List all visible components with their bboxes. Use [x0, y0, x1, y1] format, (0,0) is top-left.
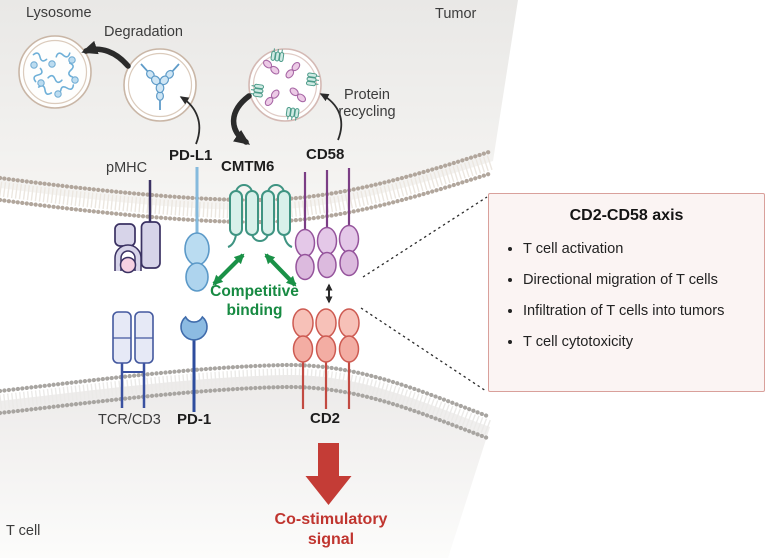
t-cell-body [0, 374, 490, 558]
pdl1-protein [184, 167, 210, 292]
cd2-label: CD2 [310, 410, 341, 427]
callout-dotted-lines [360, 196, 488, 392]
tcr-cd3-label: TCR/CD3 [98, 412, 161, 428]
t-cell-label: T cell [6, 523, 41, 539]
cmtm6-protein [227, 184, 293, 248]
pmhc-label: pMHC [106, 160, 148, 176]
costimulatory-signal-arrow [305, 443, 352, 505]
competitive-binding-arrows [212, 253, 297, 287]
lysosome-label: Lysosome [26, 5, 92, 21]
list-item: T cell activation [523, 240, 754, 259]
tcr-cd3-protein [112, 311, 154, 408]
pd1-label: PD-1 [177, 411, 212, 428]
pmhc-protein [114, 180, 161, 274]
cd58-to-recycling-arrow [319, 93, 343, 141]
pdl1-label: PD-L1 [169, 147, 213, 164]
trafficking-arrows [81, 40, 343, 145]
degradation-label: Degradation [104, 24, 183, 40]
list-item: T cell cytotoxicity [523, 333, 754, 352]
competitive-binding-label: Competitive binding [210, 283, 299, 319]
tumor-label: Tumor [435, 6, 477, 22]
info-box-list: T cell activation Directional migration … [489, 240, 764, 352]
pd1-protein [180, 315, 208, 412]
cd2-proteins [291, 307, 361, 411]
peptide [119, 256, 137, 274]
degradation-to-lysosome-arrow [81, 40, 131, 69]
lysosome-vesicle [18, 35, 92, 109]
costimulatory-signal-label: Co-stimulatory signal [274, 511, 388, 548]
vesicle-to-cmtm6-arrow [230, 93, 252, 145]
protein-recycling-label: Protein recycling [338, 87, 396, 120]
cd58-proteins [294, 166, 360, 281]
cd58-label: CD58 [306, 146, 345, 163]
recycling-vesicle [248, 47, 322, 122]
cd2-cd58-axis-info-box: CD2-CD58 axis T cell activation Directio… [488, 193, 765, 392]
t-cell-membrane [0, 362, 493, 442]
list-item: Directional migration of T cells [523, 271, 754, 290]
info-box-title: CD2-CD58 axis [569, 207, 684, 224]
degradation-vesicle [123, 48, 197, 122]
list-item: Infiltration of T cells into tumors [523, 302, 754, 321]
cmtm6-label: CMTM6 [221, 158, 275, 175]
pdl1-to-degradation-arrow [179, 96, 201, 145]
